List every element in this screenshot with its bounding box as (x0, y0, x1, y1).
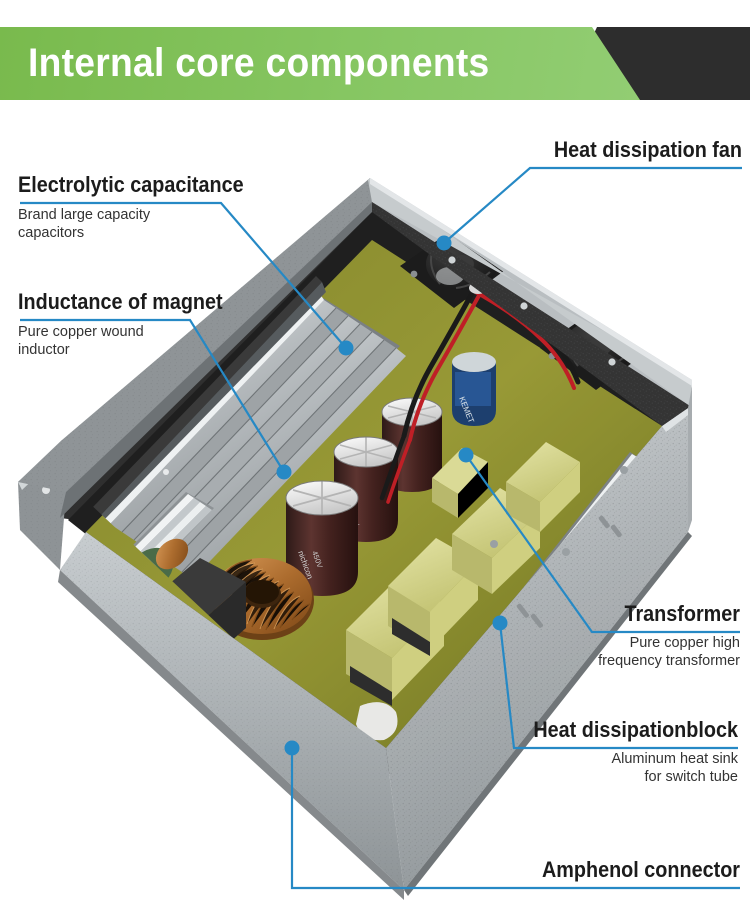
page-title: Internal core components (28, 41, 490, 85)
callout-subtitle-line: inductor (18, 341, 70, 358)
svg-text:LE5R: LE5R (308, 824, 320, 843)
rear-wall-screws (448, 256, 616, 366)
callout-title: Electrolytic capacitance (18, 172, 244, 197)
callout-subtitle: Aluminum heat sink for switch tube (318, 751, 738, 786)
callout-electrolytic-capacitance: Electrolytic capacitance Brand large cap… (18, 172, 318, 242)
callout-subtitle-line: Brand large capacity (18, 207, 151, 223)
callout-subtitle-line: Pure copper high (629, 635, 740, 651)
callout-title: Inductance of magnet (18, 289, 223, 314)
callout-subtitle-line: capacitors (18, 224, 85, 241)
callout-amphenol-connector: Amphenol connector (320, 857, 740, 882)
callout-subtitle: Brand large capacity capacitors (18, 207, 318, 242)
callout-title: Heat dissipation fan (553, 137, 742, 162)
callout-title: Heat dissipationblock (533, 717, 738, 742)
capacitor-bank-main: 450V nichicon 450V KEMET (285, 352, 496, 596)
callout-subtitle-line: Aluminum heat sink (611, 751, 738, 767)
callout-heat-dissipation-fan: Heat dissipation fan (322, 137, 742, 162)
callout-title: Transformer (624, 601, 740, 626)
callout-heat-dissipation-block: Heat dissipationblock Aluminum heat sink… (318, 717, 738, 786)
callout-title: Amphenol connector (541, 857, 740, 882)
toroid-inductor (210, 558, 314, 640)
callout-subtitle: Pure copper high frequency transformer (320, 635, 740, 670)
svg-text:LE5R: LE5R (212, 758, 224, 777)
header-green-shape (0, 27, 640, 100)
callout-subtitle-line: Pure copper wound (18, 324, 144, 340)
callout-subtitle-line: frequency transformer (598, 652, 740, 669)
callout-subtitle: Pure copper wound inductor (18, 324, 318, 359)
callout-subtitle-line: for switch tube (644, 768, 739, 785)
header-banner: Internal core components (0, 27, 750, 100)
callout-inductance-of-magnet: Inductance of magnet Pure copper wound i… (18, 289, 318, 359)
green-terminal-block (140, 710, 198, 786)
svg-text:LE5R: LE5R (260, 792, 272, 811)
callout-transformer: Transformer Pure copper high frequency t… (320, 601, 740, 670)
